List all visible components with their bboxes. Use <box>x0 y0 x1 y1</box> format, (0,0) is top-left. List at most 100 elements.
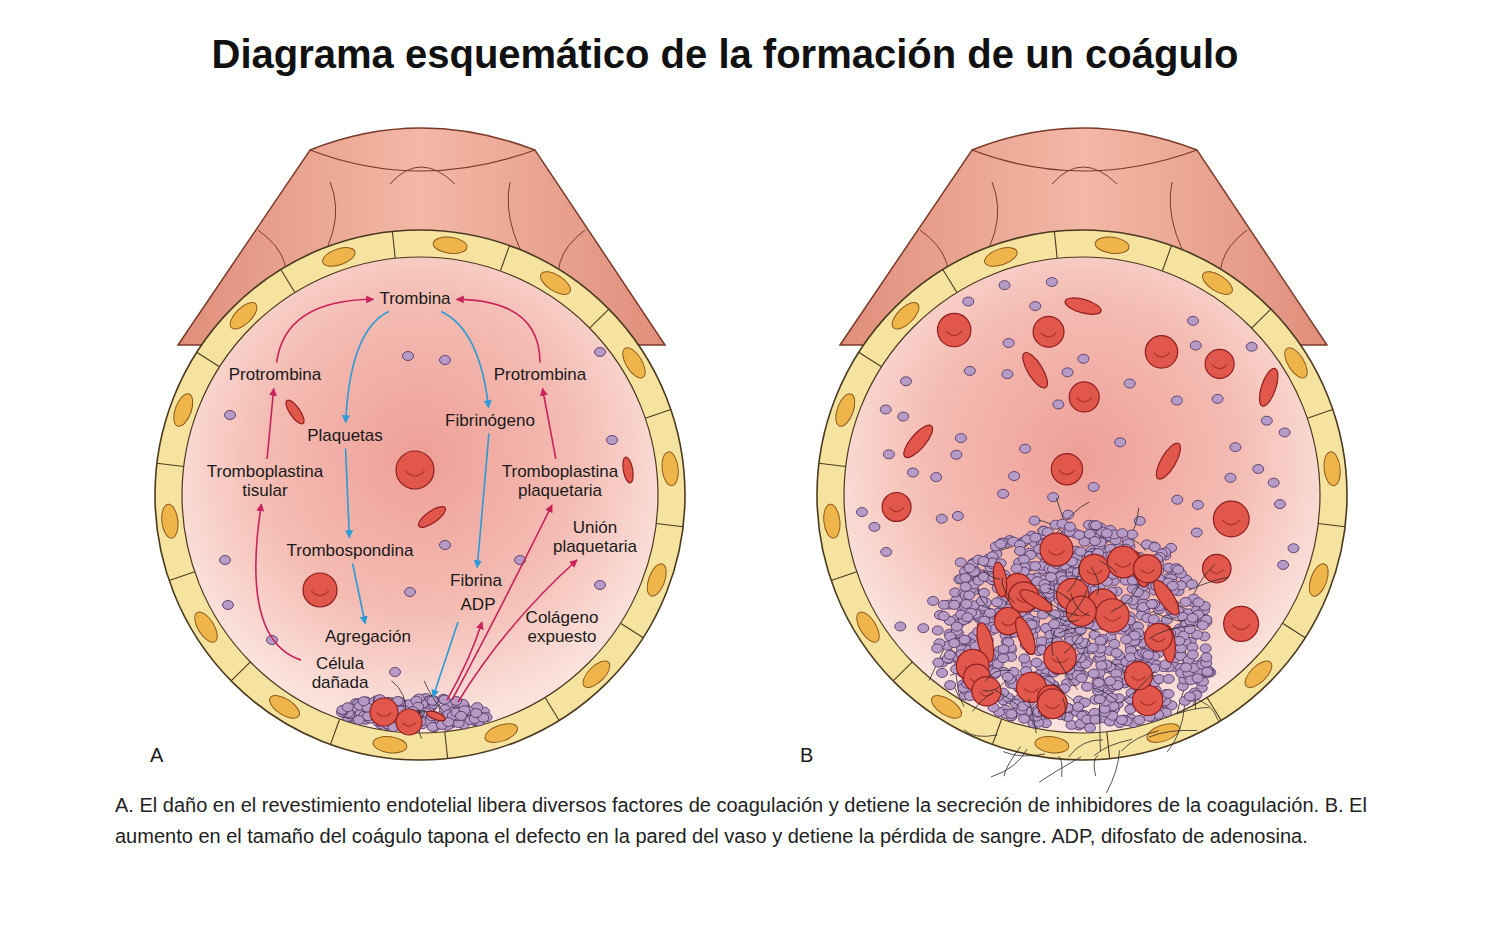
platelet <box>1088 482 1099 491</box>
fibrin-strand <box>1106 750 1119 793</box>
cell-border <box>656 523 683 526</box>
platelet <box>1127 530 1138 539</box>
platelet <box>998 645 1009 654</box>
node-text: Tromboplastina plaquetaria <box>493 462 627 500</box>
factor-label: Protrombina <box>226 364 325 385</box>
red-blood-cell <box>1205 349 1234 378</box>
platelet <box>440 356 451 365</box>
red-blood-cell <box>1045 704 1060 708</box>
platelet <box>918 624 929 633</box>
platelet <box>1246 342 1257 351</box>
platelet <box>1006 709 1017 718</box>
platelet <box>1094 695 1105 704</box>
flow-arrow <box>441 312 488 408</box>
red-blood-cell <box>1063 295 1103 318</box>
red-blood-cell <box>899 421 937 461</box>
platelet <box>1191 528 1202 537</box>
fibrin-strand <box>1111 585 1140 612</box>
platelet <box>1187 650 1198 659</box>
red-blood-cell <box>377 713 391 717</box>
red-blood-cell <box>1131 676 1145 680</box>
red-blood-cell <box>1152 440 1185 483</box>
red-blood-cell <box>1222 520 1240 525</box>
panel-letter: B <box>800 744 813 767</box>
platelet <box>405 588 416 597</box>
cell-nucleus <box>1094 235 1130 255</box>
red-blood-cell <box>1124 662 1152 690</box>
cell-border <box>1283 623 1306 638</box>
platelet <box>1116 715 1127 724</box>
blood-cells <box>856 278 1299 642</box>
red-blood-cell <box>1210 569 1224 573</box>
red-blood-cell <box>1041 333 1056 337</box>
fibrin-strand <box>982 680 1006 692</box>
platelet <box>998 489 1009 498</box>
red-blood-cell <box>979 692 994 696</box>
red-blood-cell <box>303 573 337 607</box>
red-blood-cell <box>946 331 963 336</box>
fibrin-strand <box>1039 757 1081 782</box>
platelet <box>1101 529 1112 538</box>
node-text: Plaquetas <box>307 426 383 445</box>
cell-border <box>645 409 671 418</box>
platelet <box>960 573 971 582</box>
platelet <box>1279 428 1290 437</box>
fibrin-strand <box>1056 657 1077 690</box>
cell-border <box>993 719 1002 744</box>
fibrin-strand <box>973 693 993 712</box>
node-text: Trombospondina <box>287 541 414 560</box>
platelet <box>964 564 975 573</box>
cell-border <box>169 572 195 581</box>
platelet <box>945 681 956 690</box>
red-blood-cell <box>1077 398 1092 402</box>
platelet <box>1201 653 1212 662</box>
platelet <box>1192 500 1203 509</box>
cell-border <box>500 246 509 271</box>
fibrin-strand <box>1040 675 1074 701</box>
factor-label: ADP <box>458 594 499 615</box>
cell-border <box>1252 309 1271 328</box>
factor-label: Agregación <box>322 626 414 647</box>
platelet <box>1088 669 1099 678</box>
fibrin-strand <box>1154 613 1185 621</box>
platelet <box>220 556 231 565</box>
large-clot <box>929 498 1228 793</box>
platelet <box>1192 674 1203 683</box>
cell-border <box>621 623 644 638</box>
platelet <box>881 547 892 556</box>
figure-caption: A. El daño en el revestimiento endotelia… <box>115 790 1385 852</box>
figure-title: Diagrama esquemático de la formación de … <box>0 32 1450 77</box>
platelet <box>928 596 939 605</box>
fibrin-strand <box>1062 590 1087 625</box>
platelet <box>990 668 1001 677</box>
flow-arrow <box>256 504 301 660</box>
red-blood-cell <box>1232 625 1249 630</box>
red-blood-cell <box>425 709 446 723</box>
platelet <box>992 598 1003 607</box>
red-blood-cell <box>1024 688 1039 692</box>
platelet <box>1091 521 1102 530</box>
factor-label: Unión plaquetaria <box>543 517 647 557</box>
fibrin-strand <box>1071 635 1090 671</box>
red-blood-cell <box>889 508 903 512</box>
red-blood-cell <box>882 493 911 522</box>
vessel-lumen <box>182 257 658 733</box>
platelet <box>1040 584 1051 593</box>
fibrin-strand <box>1100 561 1117 574</box>
red-blood-cell <box>1134 555 1162 583</box>
node-text: ADP <box>461 595 496 614</box>
fibrin-strand <box>978 589 990 610</box>
fibrin-strand <box>1099 703 1101 752</box>
platelet <box>1188 316 1199 325</box>
platelet <box>1105 676 1116 685</box>
cell-border <box>445 732 448 759</box>
platelet <box>1096 661 1107 670</box>
platelet <box>1062 368 1073 377</box>
platelet <box>1011 564 1022 573</box>
platelet <box>963 297 974 306</box>
red-blood-cell <box>403 723 416 727</box>
platelet <box>1193 598 1204 607</box>
red-blood-cell <box>1145 336 1177 368</box>
platelet <box>932 626 943 635</box>
node-text: Protrombina <box>494 365 587 384</box>
